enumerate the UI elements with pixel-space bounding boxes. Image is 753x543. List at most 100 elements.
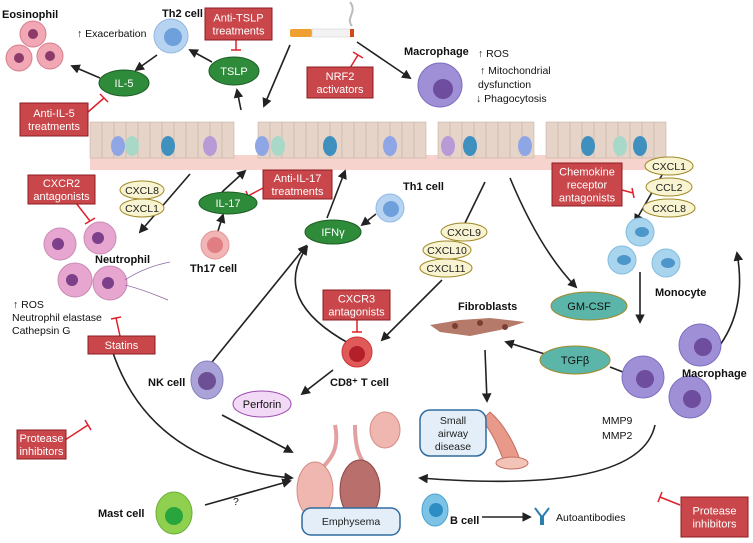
th2-cell-label: Th2 cell [162,8,203,20]
chemokine-cxcl9: CXCL9 [440,222,488,242]
epithelial-cell [149,121,163,159]
arrow-nk-ifng [211,244,308,363]
chemokine-cxcl8: CXCL8 [119,180,165,200]
perforin-mediator: Perforin [232,390,292,418]
th17-cell-icon [200,230,230,260]
inhibit-anti-tslp [231,40,241,51]
mast-cell-label: Mast cell [98,508,144,520]
cells [5,18,722,535]
il5-mediator: IL-5 [98,69,150,97]
epithelial-cell [173,121,187,159]
arrow-cxcl-cd8 [380,279,443,342]
epithelial-cell-nucleus [463,136,477,156]
epithelial-cell-nucleus [383,136,397,156]
epithelial-cell [353,121,367,159]
arrow-th2-il5 [134,54,158,72]
b-cell-label: B cell [450,515,479,527]
treatment-box [19,102,89,137]
il17-label: IL-17 [215,198,240,210]
treatment-box [322,289,391,321]
eosinophil-cells [5,20,64,72]
treatment-label: CXCR3 [338,294,375,306]
treatment-box [306,66,374,99]
neutrophil-label: Neutrophil [95,254,150,266]
arrow-il17-epithelium [221,169,247,193]
exacerbation-text: ↑ Exacerbation [77,28,147,40]
chemokine-label: CCL2 [656,182,683,194]
epithelial-cell [341,121,355,159]
epithelial-cell [89,121,103,159]
arrow-il5-eosinophil [70,64,101,79]
arrow-nk-lungs [221,414,294,453]
nk-cell-icon [190,360,224,400]
treatment-label: treatments [272,186,324,198]
chemokine-label: CXCL10 [427,245,467,257]
epithelial-cell [545,121,559,159]
chemokine-cxcl11: CXCL11 [419,258,473,278]
treatment-label: receptor [567,180,608,192]
treatment-box [680,496,749,538]
nk-cell-label: NK cell [148,377,185,389]
treatment-box [87,335,156,355]
chemokine-label: CXCL8 [652,203,686,215]
arrow-fibroblasts-airway [481,349,492,403]
b-cell-icon [421,493,449,527]
chemokine-ccl2: CCL2 [645,177,693,197]
macrophage-effect: ↑ Mitochondrial [480,65,551,77]
arrow-cd8-ifng [294,245,351,345]
treatment-label: CXCR2 [43,178,80,190]
chemokine-cxcl8: CXCL8 [642,198,696,218]
neutrophil-effect: Cathepsin G [12,325,70,337]
arrow-th17-il17 [216,213,226,232]
neutrophil-effect: ↑ ROS [13,299,44,311]
epithelial-cell [413,121,427,159]
tgfb-mediator: TGFβ [539,345,611,375]
chemokine-oval [440,222,488,242]
chemokine-label: CXCL11 [427,263,466,275]
arrow-th1-ifng [360,213,377,227]
chemokine-cxcl1: CXCL1 [644,156,694,176]
inhibit-cxcr3 [352,320,362,333]
th2-cell-icon [153,18,189,54]
antibody-icon [534,507,550,525]
treatment-label: antagonists [328,307,385,319]
chemokines: CXCL8CXCL1CXCL9CXCL10CXCL11CXCL1CCL2CXCL… [119,156,696,278]
chemokine-label: CXCL1 [652,161,686,173]
treatment-label: activators [316,84,364,96]
perforin-label: Perforin [243,399,282,411]
tslp-label: TSLP [220,66,248,78]
treatments: Anti-TSLPtreatmentsNRF2activatorsAnti-IL… [16,7,749,538]
epithelial-cell [497,121,511,159]
epithelial-cell [281,121,295,159]
treatment-box [204,7,273,41]
autoantibodies-label: Autoantibodies [556,512,625,524]
arrow-cd8-perforin [300,369,334,396]
epithelial-cell-nucleus [111,136,125,156]
epithelial-cell-nucleus [581,136,595,156]
epithelial-cell-nucleus [633,136,647,156]
macrophage-cells-right [621,323,722,419]
epithelial-cell [557,121,571,159]
chemokine-label: CXCL8 [125,185,159,197]
chemokine-oval [644,156,694,176]
treatment-label: treatments [213,26,265,38]
epithelial-cell-nucleus [613,136,627,156]
epithelial-cell [185,121,199,159]
macrophage-effect: dysfunction [478,79,531,91]
question-mark: ? [233,496,239,508]
small-airway-disease-label: disease [435,441,471,453]
il5-label: IL-5 [115,78,134,90]
epithelial-cell [101,121,115,159]
basement-membrane [90,155,658,170]
fibroblasts-label: Fibroblasts [458,301,517,313]
mediators: IL-5 TSLP IL-17 IFNγ GM-CSF TGFβ Perfori… [98,56,628,418]
epithelial-cell [305,121,319,159]
epithelial-cell-nucleus [161,136,175,156]
chemokine-cxcl10: CXCL10 [422,240,472,260]
epithelial-cell [365,121,379,159]
treatment-label: Protease [692,506,736,518]
inhibition-lines [64,40,681,506]
chemokine-oval [119,198,165,218]
